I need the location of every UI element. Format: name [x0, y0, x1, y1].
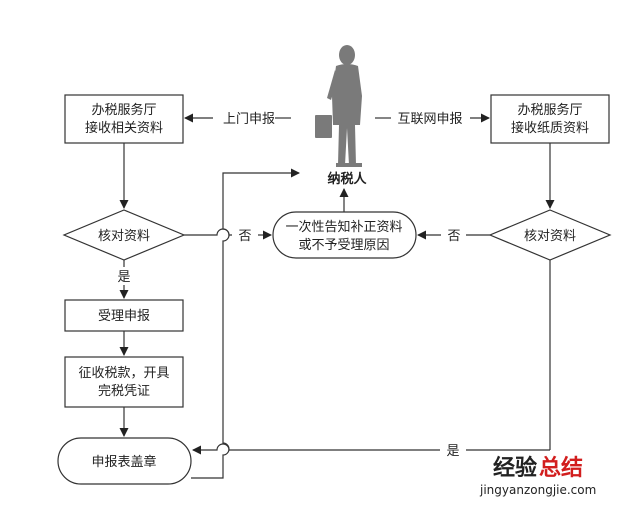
right-no-label: 否: [447, 229, 460, 244]
left-office-line2: 接收相关资料: [85, 120, 163, 136]
left-no-label: 否: [238, 229, 251, 244]
left-office-line1: 办税服务厅: [91, 102, 156, 118]
left-check-label: 核对资料: [98, 229, 150, 244]
watermark-url: jingyanzongjie.com: [479, 483, 596, 497]
watermark-brand-part1: 经验: [493, 455, 537, 481]
watermark: 经验 总结 jingyanzongjie.com: [479, 455, 596, 497]
left-yes-label: 是: [117, 270, 130, 285]
onsite-label: 上门申报: [223, 112, 275, 127]
collect-line2: 完税凭证: [98, 384, 150, 399]
collect-line1: 征收税款，开具: [78, 366, 169, 381]
right-yes-label: 是: [446, 444, 459, 459]
notify-line2: 或不予受理原因: [298, 238, 389, 253]
stamp-to-taxpayer-line: [191, 168, 300, 479]
right-office-line2: 接收纸质资料: [511, 120, 589, 136]
accept-box: [64, 299, 184, 332]
left-office-box: [64, 94, 184, 144]
taxpayer-label: 纳税人: [327, 171, 367, 187]
taxpayer-person-icon: [315, 45, 362, 167]
right-office-line1: 办税服务厅: [517, 102, 582, 118]
right-yes-arrow: [192, 443, 440, 455]
right-office-box: [490, 94, 610, 144]
left-no-line: [184, 228, 232, 236]
watermark-brand-part2: 总结: [539, 455, 583, 481]
notify-line1: 一次性告知补正资料: [285, 219, 402, 235]
stamp-label: 申报表盖章: [91, 454, 156, 470]
collect-box: [64, 356, 184, 408]
accept-label: 受理申报: [98, 309, 150, 324]
online-label: 互联网申报: [397, 112, 462, 127]
right-check-label: 核对资料: [524, 229, 576, 244]
stamp-box: [57, 437, 192, 485]
